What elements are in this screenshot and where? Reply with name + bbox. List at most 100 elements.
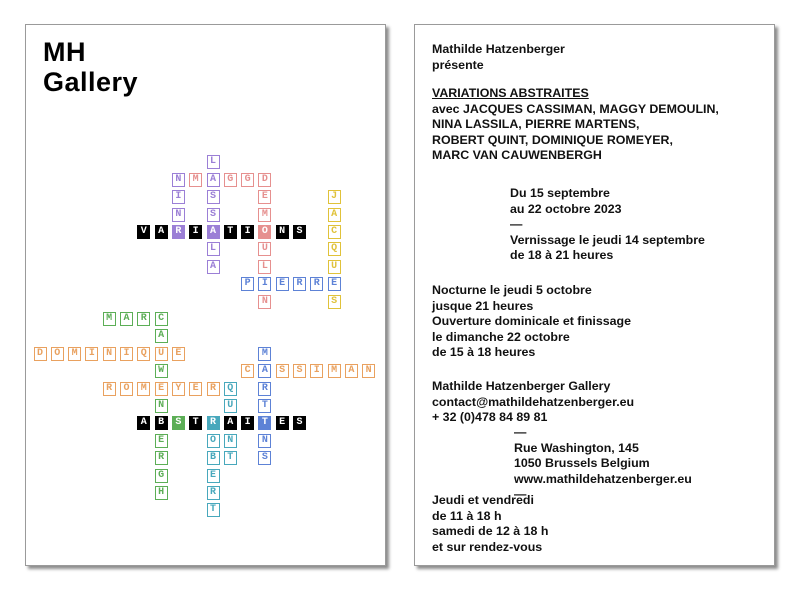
crossword-letter-martens: T — [258, 399, 272, 413]
crossword-letter-demoulin: N — [258, 294, 272, 309]
crossword-letter-cassiman: S — [293, 364, 306, 379]
events-line: le dimanche 22 octobre — [432, 329, 570, 344]
crossword-letter-pierre: E — [327, 277, 341, 292]
events-line: de 15 à 18 heures — [432, 345, 536, 359]
dates-line: de 18 à 21 heures — [510, 248, 614, 262]
hours-line: de 11 à 18 h — [432, 508, 502, 523]
crossword-letter-jacques: Q — [327, 242, 341, 257]
contact-phone[interactable]: + 32 (0)478 84 89 81 — [432, 410, 548, 424]
dates-line: Vernissage le jeudi 14 septembre — [510, 232, 705, 247]
crossword-letter-dominique: N — [102, 346, 116, 361]
crossword-letter-cassiman: N — [362, 364, 376, 379]
crossword-letter-romeyer: E — [189, 381, 203, 396]
crossword-letter-cauwenbergh: G — [154, 468, 168, 483]
crossword-letter-variations: N — [275, 225, 289, 239]
dates-line: Du 15 septembre — [510, 186, 610, 200]
crossword-letter-robert: B — [206, 451, 220, 466]
crossword-letter-pierre: R — [293, 277, 306, 292]
crossword-letter-cassiman: C — [241, 364, 255, 379]
crossword-letter-martens: M — [258, 346, 272, 361]
contact-email[interactable]: contact@mathildehatzenberger.eu — [432, 394, 635, 409]
artists-line: ROBERT QUINT, DOMINIQUE ROMEYER, — [432, 132, 673, 147]
crossword-letter-cauwenbergh: H — [154, 486, 168, 500]
crossword-letter-robert: O — [206, 433, 220, 448]
crossword-letter-quint: N — [223, 433, 237, 448]
crossword-letter-cauwenbergh: W — [154, 364, 168, 379]
crossword-letter-cassiman: S — [275, 364, 289, 379]
gallery-logo: MH Gallery — [43, 37, 138, 97]
crossword-letter-cauwenbergh: A — [154, 329, 168, 344]
crossword-letter-variations: R — [171, 225, 185, 239]
crossword-letter-dominique: I — [85, 346, 99, 361]
crossword-letter-nina: I — [171, 190, 185, 205]
crossword-letter-dominique: I — [120, 346, 133, 361]
events-line: Ouverture dominicale et finissage — [432, 314, 632, 328]
crossword-letter-variations: I — [189, 225, 203, 239]
crossword-letter-romeyer: O — [120, 381, 133, 396]
crossword-letter-romeyer: M — [137, 381, 151, 396]
crossword-letter-quint: U — [223, 399, 237, 413]
crossword-letter-pierre: P — [241, 277, 255, 292]
crossword-letter-cauwenbergh: C — [154, 312, 168, 326]
crossword-letter-maggy: M — [189, 172, 203, 187]
crossword-letter-demoulin: L — [258, 259, 272, 274]
crossword-letter-variations: V — [137, 225, 151, 239]
crossword-letter-martens: N — [258, 433, 272, 448]
crossword-letter-jacques: J — [327, 190, 341, 205]
crossword-letter-martens: R — [258, 381, 272, 396]
crossword-letter-abstraites: I — [241, 416, 255, 431]
address-city: 1050 Brussels Belgium — [514, 456, 650, 470]
crossword-letter-lassila: S — [206, 190, 220, 205]
poster-back-card: Mathilde Hatzenberger présente VARIATION… — [414, 24, 775, 566]
crossword-letter-romeyer: R — [102, 381, 116, 396]
crossword-letter-robert: R — [206, 486, 220, 500]
crossword-letter-variations: A — [154, 225, 168, 239]
hours-block: Jeudi et vendredi de 11 à 18 h samedi de… — [432, 493, 548, 555]
crossword-letter-jacques: S — [327, 294, 341, 309]
gallery-name: Mathilde Hatzenberger Gallery — [432, 379, 611, 393]
crossword-letter-dominique: E — [171, 346, 185, 361]
crossword-letter-jacques: U — [327, 259, 341, 274]
crossword-letter-maggy: G — [223, 172, 237, 187]
crossword-letter-dominique: U — [154, 346, 168, 361]
crossword-letter-romeyer: R — [206, 381, 220, 396]
crossword-letter-romeyer: Y — [171, 381, 185, 396]
crossword-letter-dominique: O — [50, 346, 64, 361]
hours-line: samedi de 12 à 18 h — [432, 524, 549, 538]
crossword-letter-cassiman: M — [327, 364, 341, 379]
crossword-letter-abstraites: E — [275, 416, 289, 431]
crossword-letter-marc: A — [120, 312, 133, 326]
events-block: Nocturne le jeudi 5 octobre jusque 21 he… — [432, 283, 631, 361]
crossword-letter-abstraites: S — [293, 416, 306, 431]
exhibition-block: VARIATIONS ABSTRAITES avec JACQUES CASSI… — [432, 86, 719, 164]
hours-line: et sur rendez-vous — [432, 539, 543, 554]
artists-line: avec JACQUES CASSIMAN, MAGGY DEMOULIN, — [432, 101, 719, 116]
crossword-letter-robert: T — [206, 503, 220, 518]
crossword-letter-cauwenbergh: E — [154, 433, 168, 448]
address-street: Rue Washington, 145 — [514, 440, 639, 455]
crossword-letter-variations: T — [223, 225, 237, 239]
crossword-letter-demoulin: M — [258, 207, 272, 222]
artists-line: NINA LASSILA, PIERRE MARTENS, — [432, 117, 640, 131]
crossword-letter-nina: N — [171, 207, 185, 222]
crossword-letter-martens: A — [258, 364, 272, 379]
crossword-letter-abstraites: A — [137, 416, 151, 431]
address-separator: — — [514, 487, 527, 501]
events-line: Nocturne le jeudi 5 octobre — [432, 283, 592, 297]
address-separator: — — [514, 425, 527, 439]
crossword-letter-demoulin: D — [258, 172, 272, 187]
dates-separator: — — [510, 217, 523, 231]
events-line: jusque 21 heures — [432, 298, 534, 313]
address-block: — Rue Washington, 145 1050 Brussels Belg… — [514, 425, 692, 503]
crossword-letter-cassiman: A — [344, 364, 358, 379]
crossword-letter-quint: T — [223, 451, 237, 466]
presenter-name: Mathilde Hatzenberger — [432, 42, 565, 56]
logo-line-2: Gallery — [43, 67, 139, 97]
hours-line: Jeudi et vendredi — [432, 493, 534, 507]
crossword-letter-abstraites: B — [154, 416, 168, 431]
crossword-letter-dominique: M — [68, 346, 82, 361]
presenter-verb: présente — [432, 57, 484, 72]
crossword-letter-marc: R — [137, 312, 151, 326]
website-link[interactable]: www.mathildehatzenberger.eu — [514, 471, 692, 486]
